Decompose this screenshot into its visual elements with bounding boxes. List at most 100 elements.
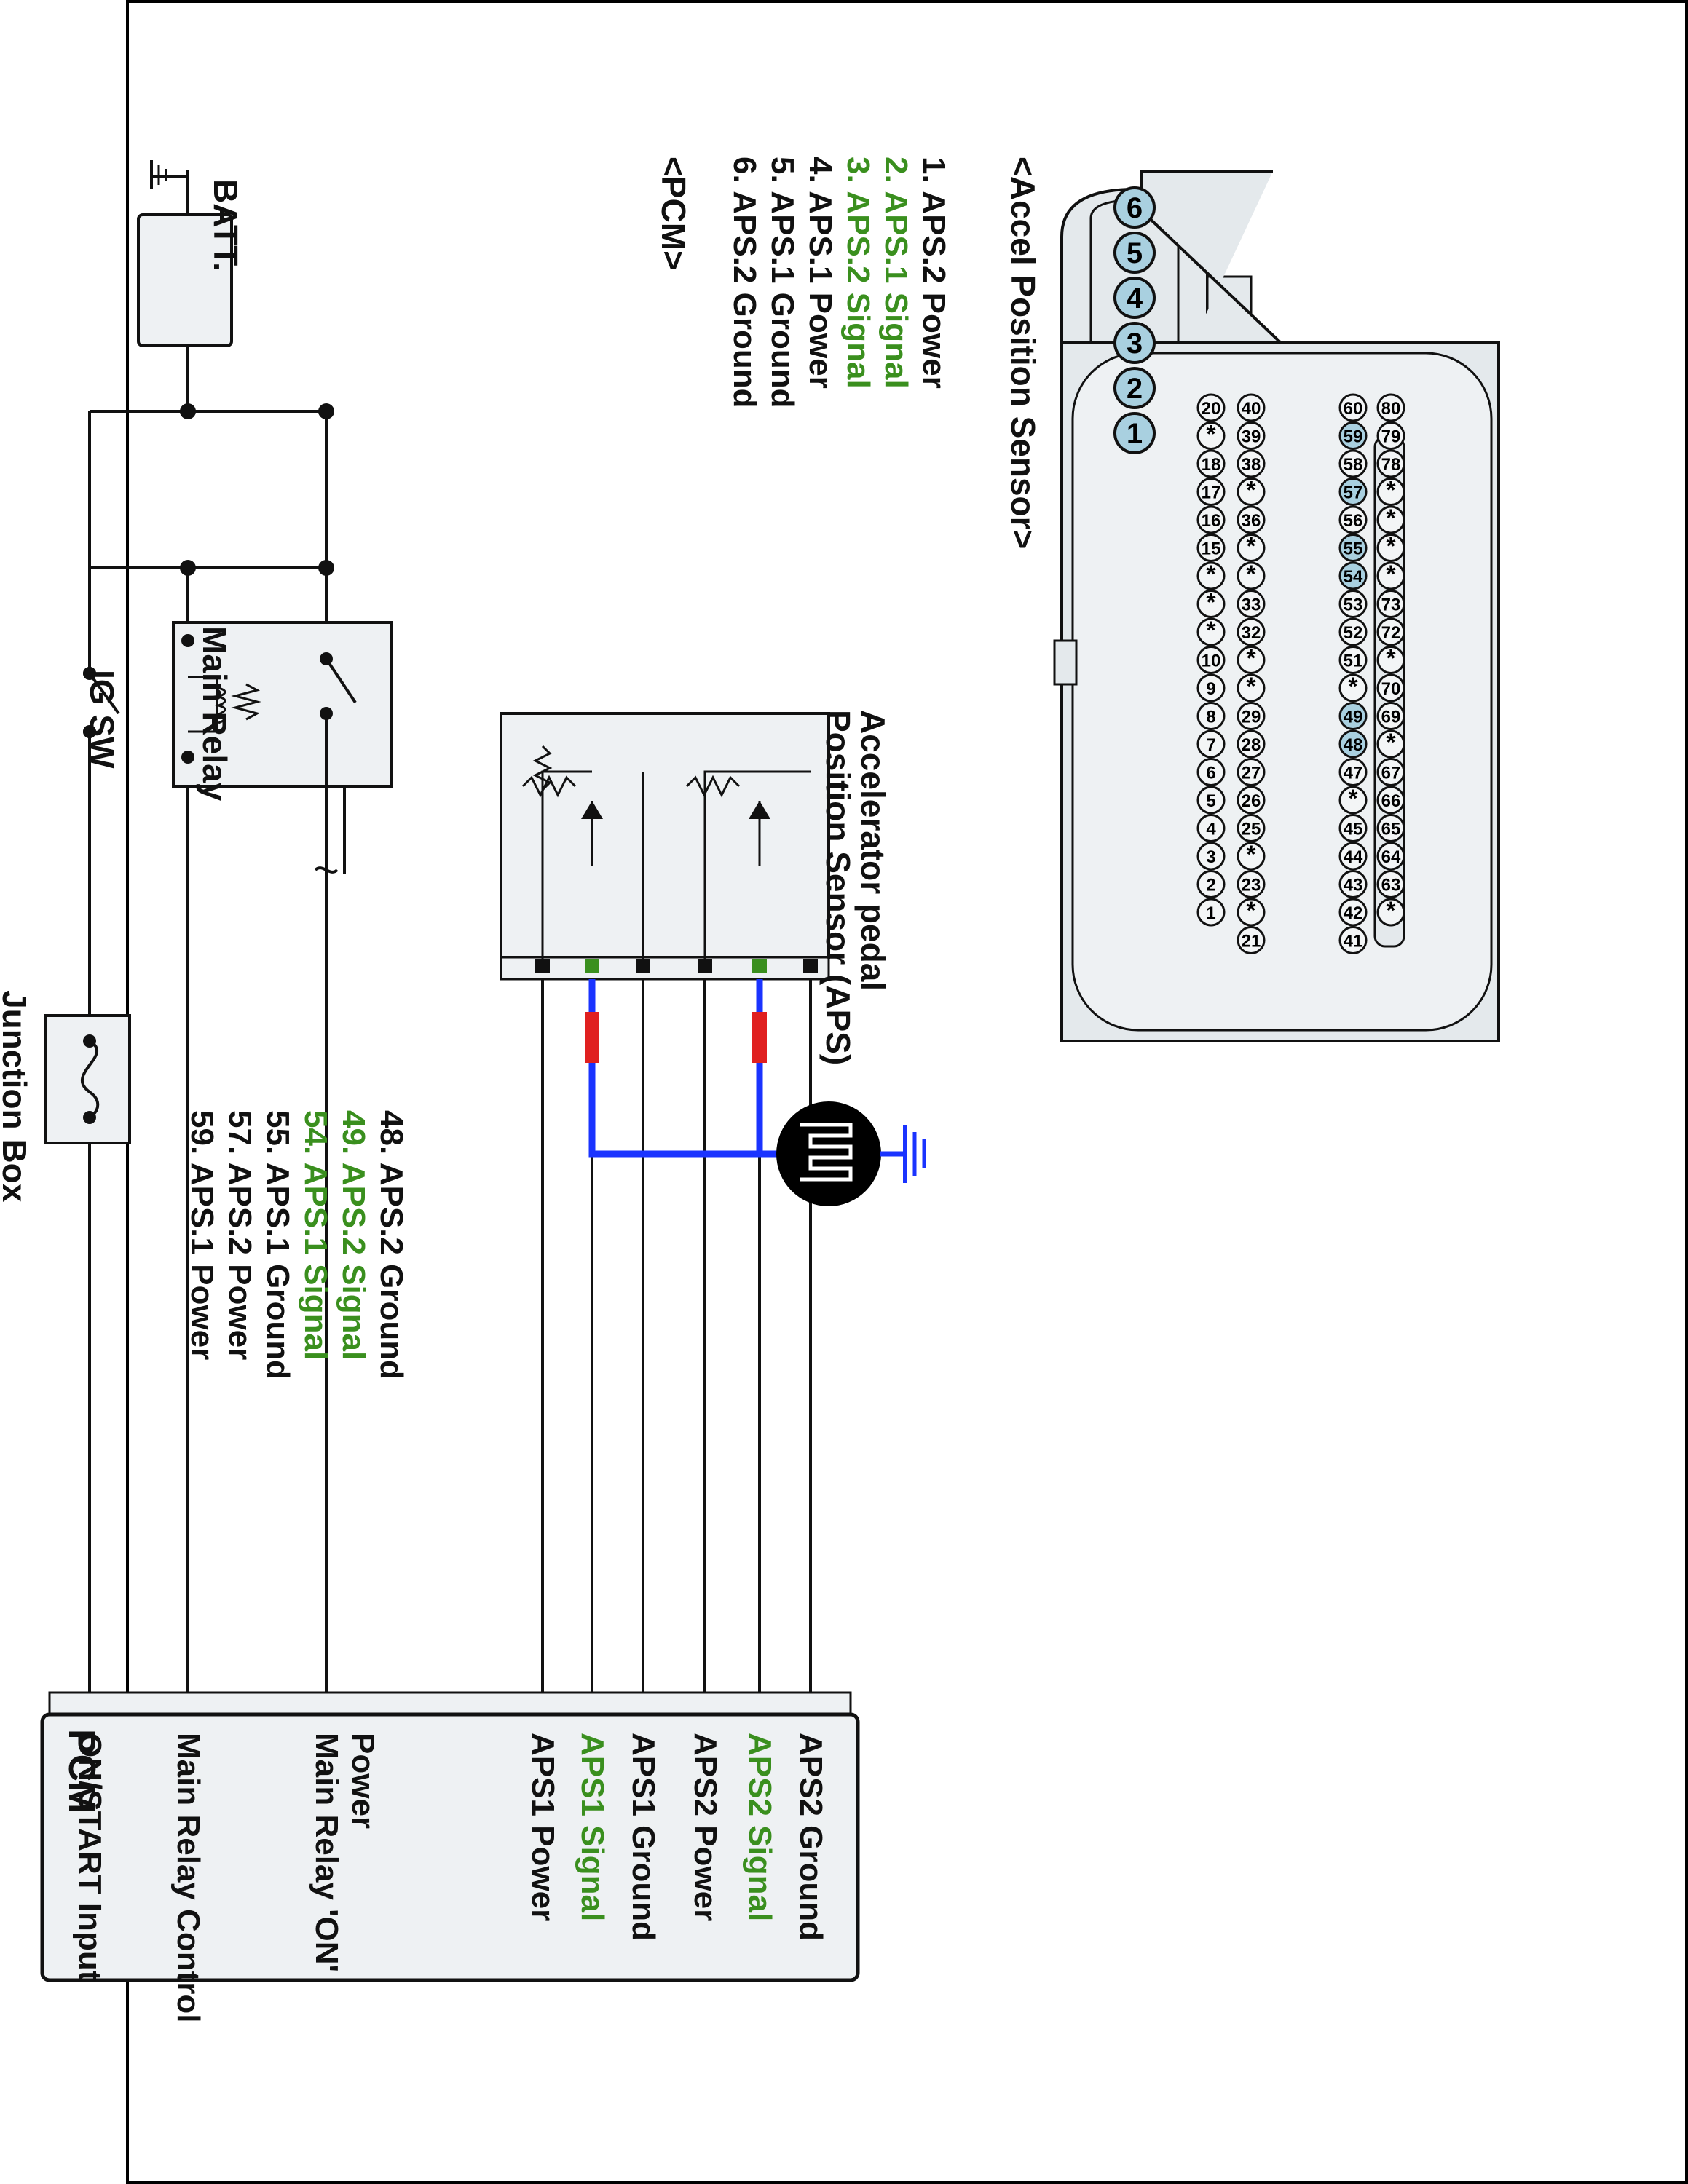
pcm-pin-circle [1196,561,1226,590]
pcm-pin-circle [1196,422,1226,450]
pcm-pin-circle [1237,646,1266,674]
pcm-pin-number: * [1386,897,1396,925]
pcm-pin-number: * [1206,421,1216,448]
pcm-pin-circle [1237,702,1266,730]
pcm-pin-number: 79 [1381,427,1401,447]
pcm-connector-title: <PCM> [655,157,693,270]
pcm-pin-label-line2: Power [345,1733,381,1829]
pcm-pin-circle [1237,758,1266,786]
pcm-pin-circle [1196,786,1226,815]
pcm-pin-number: 41 [1344,932,1363,951]
pcm-pin-number: * [1246,533,1256,561]
pcm-pin-circle [1376,729,1405,759]
pcm-pin-number: 3 [1206,847,1215,867]
pcm-pin-circle [1338,842,1368,871]
pcm-pin-circle [1376,393,1405,422]
pcm-pin-circle [1237,478,1266,506]
accel-pin-circle [1113,277,1156,319]
pcm-pin-list-item: 48. APS.2 Ground [374,1110,409,1380]
pcm-pin-label: Main Relay 'ON' [309,1733,344,1973]
pcm-pin-circle [1338,505,1368,534]
pcm-pin-number: * [1206,589,1216,617]
accel-pin-circle [1113,322,1156,364]
pcm-pin-circle [1338,870,1368,898]
pcm-pin-circle [1338,393,1368,422]
pcm-pin-number: 25 [1242,820,1261,839]
accel-pin-circle [1113,186,1156,229]
pcm-pin-number: 32 [1242,623,1261,643]
pcm-pin-number: 42 [1344,903,1363,923]
pcm-pin-number: 38 [1242,455,1261,475]
pcm-pin-number: * [1246,897,1256,925]
accel-pin-number: 4 [1127,282,1143,314]
pcm-pin-label: APS1 Signal [575,1733,610,1922]
pcm-pin-circle [1338,449,1368,478]
aps-sensor-label-line1: Accelerator pedal [854,710,892,992]
pcm-pin-number: * [1246,673,1256,700]
pcm-pin-circle [1237,898,1266,927]
ig-switch [83,667,120,738]
pcm-pin-circle [1196,702,1226,730]
pcm-pin-number: * [1246,841,1256,869]
pcm-pin-number: 29 [1242,708,1261,727]
pcm-pin-circle [1196,449,1226,478]
pcm-pin-circle [1376,505,1405,534]
pcm-pin-circle [1376,842,1405,871]
pcm-pin-number: 54 [1344,567,1363,587]
pcm-pin-number: 80 [1381,399,1401,419]
pcm-pin-circle [1237,505,1266,534]
battery-label: BATT. [207,179,245,272]
accel-pin-list-item: 4. APS.1 Power [802,157,838,389]
pcm-pin-number: 58 [1344,455,1363,475]
pcm-pin-circle [1376,534,1405,562]
pcm-pin-label: ON/START Input [72,1733,108,1982]
pcm-pin-number: 28 [1242,735,1261,755]
pcm-pin-circle [1376,758,1405,786]
pcm-pin-circle [1376,449,1405,478]
pcm-pin-circle [1196,814,1226,842]
pcm-pin-circle [1376,786,1405,815]
pcm-pin-circle [1237,617,1266,646]
pcm-pin-number: 23 [1242,876,1261,895]
pcm-pin-circle [1196,590,1226,618]
shield-ground-icon [776,1101,881,1206]
pcm-pin-circle [1338,758,1368,786]
pcm-pin-circle [1338,702,1368,730]
pcm-pin-number: * [1386,533,1396,561]
pcm-pin-list-item: 59. APS.1 Power [184,1110,220,1361]
pcm-pin-circle [1376,590,1405,618]
accel-pin-number: 6 [1127,192,1143,224]
pcm-pin-number: 40 [1242,399,1261,419]
pcm-pin-circle [1338,898,1368,927]
pcm-pin-number: 59 [1344,427,1363,447]
pcm-pin-circle [1237,422,1266,450]
pcm-pin-number: 63 [1381,876,1401,895]
pcm-pin-number: 70 [1381,679,1401,699]
pcm-pin-number: * [1386,477,1396,505]
pcm-pin-number: 60 [1344,399,1363,419]
pcm-pin-number: 56 [1344,511,1363,531]
pcm-pin-circle [1338,814,1368,842]
pcm-pin-circle [1237,393,1266,422]
pcm-pin-circle [1338,646,1368,674]
pcm-pin-circle [1237,590,1266,618]
pcm-pin-circle [1237,673,1266,703]
pcm-pin-number: 17 [1202,483,1221,503]
pcm-pin-circle [1196,478,1226,506]
pcm-pin-circle [1376,422,1405,450]
pcm-pin-circle [1196,673,1226,703]
pcm-pin-number: 49 [1344,708,1363,727]
junction-box-fuse [44,1014,131,1144]
pcm-pin-circle [1376,702,1405,730]
pcm-pin-list-item: 54. APS.1 Signal [298,1110,334,1361]
pcm-pin-circle [1196,758,1226,786]
pcm-pin-circle [1338,673,1368,703]
pcm-pin-number: 69 [1381,708,1401,727]
pcm-pin-circle [1196,842,1226,871]
aps-sensor-label-line2: Position Sensor (APS) [819,710,857,1066]
pcm-pin-number: 47 [1344,764,1363,783]
pcm-connector-pins: 20*18171615***10987654321403938*36**3332… [1196,393,1405,954]
pcm-pin-circle [1237,842,1266,871]
accel-pin-number: 2 [1127,373,1143,405]
